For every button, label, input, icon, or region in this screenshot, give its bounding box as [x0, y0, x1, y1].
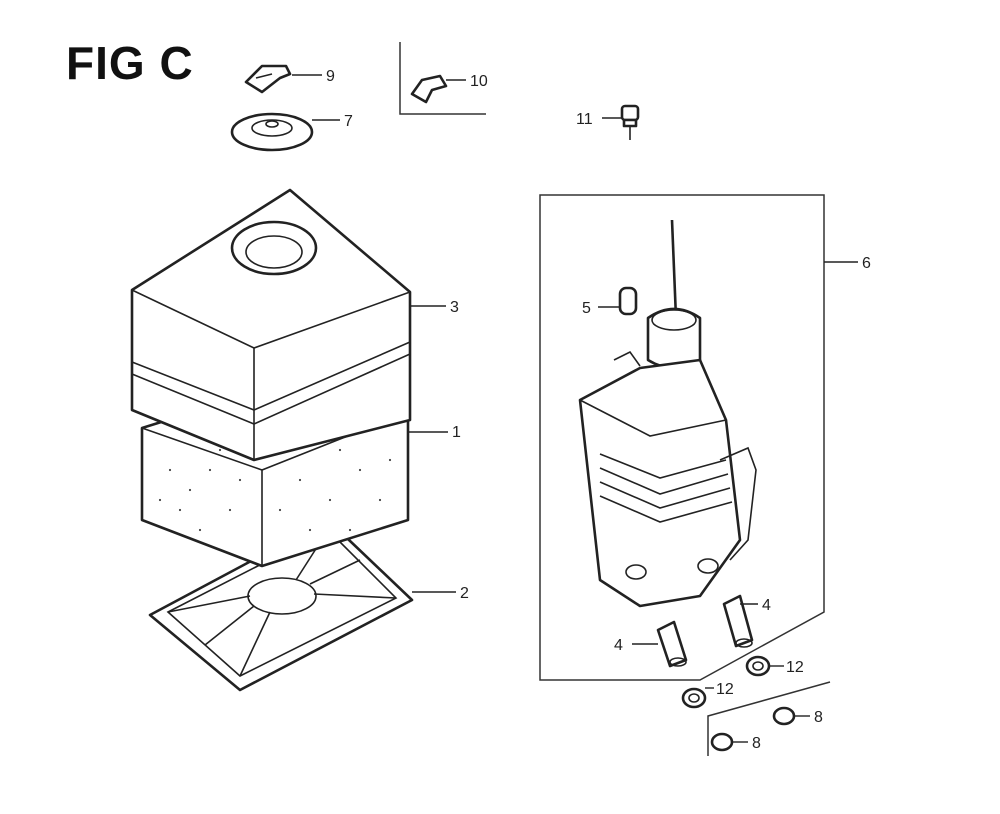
part-12-nut-left — [681, 687, 714, 709]
part-7-wing-nut — [230, 112, 340, 152]
callout-1: 1 — [452, 424, 461, 441]
callout-5: 5 — [582, 300, 591, 317]
callout-12-right: 12 — [786, 659, 804, 676]
part-6-assembly-frame — [539, 194, 858, 681]
part-6-filter-body — [578, 219, 757, 608]
figure-title: FIG C — [66, 37, 194, 89]
callout-9: 9 — [326, 68, 335, 85]
callout-labels: 1 2 3 4 4 5 6 7 8 8 9 10 11 12 12 — [326, 68, 871, 752]
callout-8-right: 8 — [814, 709, 823, 726]
callout-10: 10 — [470, 73, 488, 90]
part-12-nut-right — [745, 655, 784, 677]
callout-4-right: 4 — [762, 597, 771, 614]
part-3-cleaner-cover — [130, 188, 446, 462]
callout-7: 7 — [344, 113, 353, 130]
part-2-element-base — [148, 518, 456, 692]
part-4-pin-left — [632, 620, 688, 668]
callout-8-left: 8 — [752, 735, 761, 752]
part-9-clip — [244, 64, 322, 94]
callout-6: 6 — [862, 255, 871, 272]
part-4-pin-right — [722, 594, 758, 648]
callout-4-left: 4 — [614, 637, 623, 654]
callout-11: 11 — [576, 111, 593, 128]
part-11-bolt — [602, 104, 640, 140]
part-8-group — [707, 681, 831, 756]
callout-2: 2 — [460, 585, 469, 602]
callout-3: 3 — [450, 299, 459, 316]
callout-12-left: 12 — [716, 681, 734, 698]
part-10-group — [399, 42, 486, 115]
part-5-tube — [598, 286, 638, 316]
